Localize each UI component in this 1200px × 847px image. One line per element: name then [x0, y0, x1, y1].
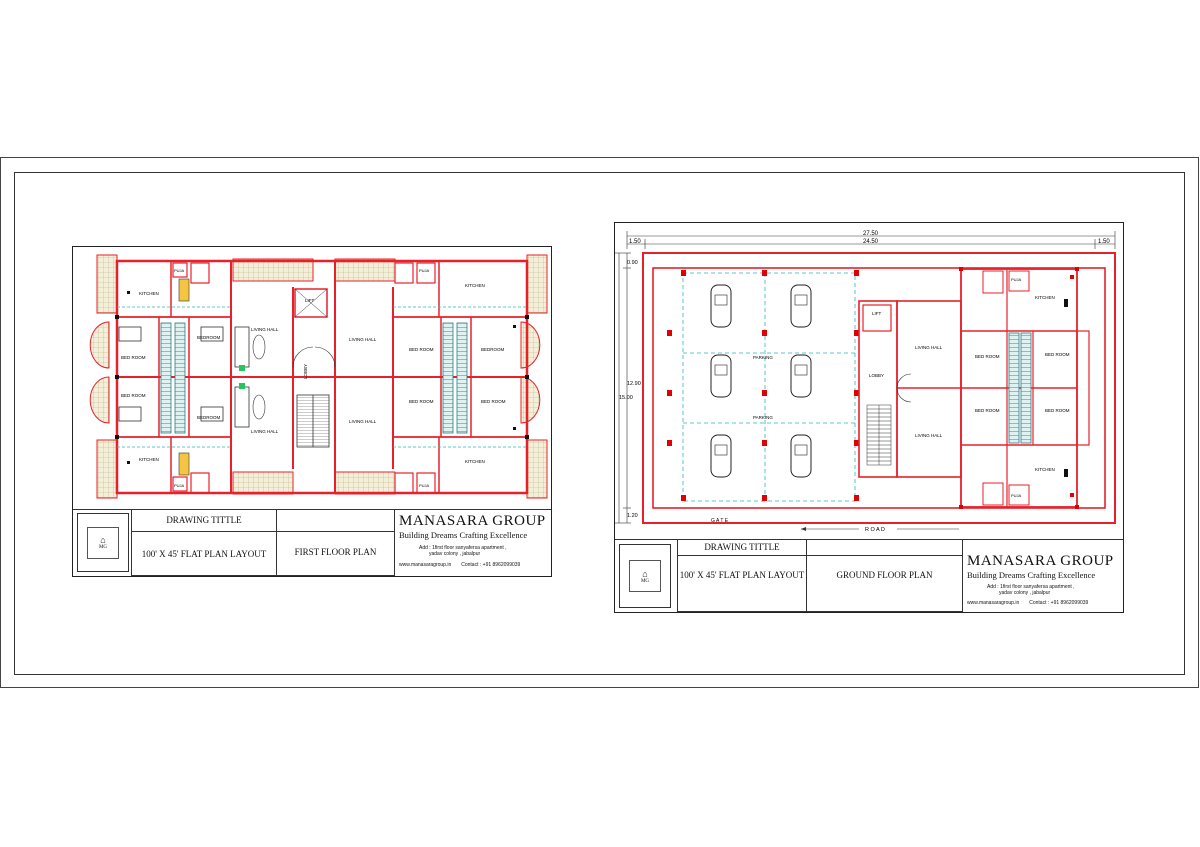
room-label: KITCHEN — [1035, 295, 1055, 300]
layout-cell: 100' X 45' FLAT PLAN LAYOUT — [131, 532, 277, 576]
room-label: KITCHEN — [1035, 467, 1055, 472]
title-cell: DRAWING TITTLE — [677, 539, 807, 556]
room-label: LIVING HALL — [349, 419, 377, 424]
room-label: LIVING HALL — [349, 337, 377, 342]
contact-line: www.manasaragroup.in Contact : +91 89620… — [967, 600, 1121, 606]
room-label: PUJA — [174, 268, 185, 273]
dimension-label: 12.90 — [627, 381, 641, 387]
dimension-label: 0.90 — [627, 260, 638, 266]
room-label: BED ROOM — [409, 347, 434, 352]
room-label: LIVING HALL — [915, 433, 943, 438]
dimension-label: 27.50 — [863, 231, 879, 237]
ground-floor-plan-drawing: 27.50 1.50 24.50 1.50 0.90 12.90 15.00 1… — [615, 231, 1116, 533]
address-line-1: Add : 1first floor sanyafersa apartment … — [419, 545, 507, 551]
room-label: PUJA — [1011, 493, 1022, 498]
room-label: KITCHEN — [139, 457, 159, 462]
room-label: PUJA — [1011, 277, 1022, 282]
dimension-label: 15.00 — [619, 395, 633, 401]
drawing-title-label: DRAWING TITTLE — [704, 542, 780, 552]
contact: Contact : +91 8962099039 — [461, 562, 521, 568]
address-line-2: yadav colony , jabalpur — [429, 551, 481, 557]
company-logo: ⌂ MG — [87, 526, 119, 559]
brand-tagline: Building Dreams Crafting Excellence — [399, 530, 528, 540]
contact-line: www.manasaragroup.in Contact : +91 89620… — [399, 562, 549, 568]
road-label: R O A D — [865, 527, 885, 533]
gate-label: G A T E — [711, 518, 729, 524]
website: www.manasaragroup.in — [967, 600, 1020, 606]
plan-cell: GROUND FLOOR PLAN — [807, 556, 963, 612]
dimension-label: 1.50 — [1098, 239, 1110, 245]
layout-name: 100' X 45' FLAT PLAN LAYOUT — [679, 570, 805, 580]
drawing-title-label: DRAWING TITTLE — [166, 515, 242, 525]
room-label: LIVING HALL — [915, 345, 943, 350]
room-label: BED ROOM — [121, 355, 146, 360]
room-label: PARKING — [753, 355, 773, 360]
layout-name: 100' X 45' FLAT PLAN LAYOUT — [141, 549, 267, 559]
brand-name: MANASARA GROUP — [399, 513, 546, 529]
room-label: BEDROOM — [197, 335, 221, 340]
room-label: BED ROOM — [481, 399, 506, 404]
inner-border — [14, 172, 1185, 675]
dimension-label: 1.20 — [627, 513, 638, 519]
room-label: LIVING HALL — [251, 429, 279, 434]
outer-border — [0, 157, 1199, 688]
brand-tagline: Building Dreams Crafting Excellence — [967, 570, 1096, 580]
ground-floor-sheet: 27.50 1.50 24.50 1.50 0.90 12.90 15.00 1… — [614, 222, 1124, 613]
brand-block: MANASARA GROUP Building Dreams Crafting … — [967, 553, 1121, 611]
room-label: BED ROOM — [409, 399, 434, 404]
room-label: BED ROOM — [975, 354, 1000, 359]
brand-block: MANASARA GROUP Building Dreams Crafting … — [399, 513, 549, 575]
room-label: LOBBY — [303, 364, 308, 379]
room-label: PARKING — [753, 415, 773, 420]
plan-cell-top — [277, 509, 395, 532]
room-label: BEDROOM — [481, 347, 505, 352]
address-line-2: yadav colony , jabalpur — [999, 590, 1051, 596]
first-floor-plan-drawing: KITCHEN PUJA BED ROOM BEDROOM BED ROOM B… — [89, 254, 548, 499]
room-label: PUJA — [174, 483, 185, 488]
layout-cell: 100' X 45' FLAT PLAN LAYOUT — [677, 556, 807, 612]
room-label: LIFT — [305, 298, 315, 303]
first-floor-sheet: KITCHEN PUJA BED ROOM BEDROOM BED ROOM B… — [72, 246, 552, 577]
logo-frame: ⌂ MG — [619, 544, 671, 608]
dimension-label: 24.50 — [863, 239, 879, 245]
company-logo: ⌂ MG — [629, 560, 661, 592]
plan-cell-top — [807, 539, 963, 556]
room-label: BED ROOM — [1045, 352, 1070, 357]
room-label: KITCHEN — [465, 459, 485, 464]
titleblock — [73, 509, 551, 576]
brand-name: MANASARA GROUP — [967, 553, 1114, 569]
room-label: KITCHEN — [465, 283, 485, 288]
room-label: BED ROOM — [121, 393, 146, 398]
room-label: PUJA — [419, 268, 430, 273]
room-label: KITCHEN — [139, 291, 159, 296]
dimension-label: 1.50 — [629, 239, 641, 245]
room-label: BED ROOM — [1045, 408, 1070, 413]
room-label: BED ROOM — [975, 408, 1000, 413]
plan-name: FIRST FLOOR PLAN — [294, 547, 377, 557]
titleblock — [615, 539, 1123, 612]
address-line-1: Add : 1first floor sanyafersa apartment … — [987, 584, 1075, 590]
logo-frame: ⌂ MG — [77, 513, 129, 572]
title-cell: DRAWING TITTLE — [131, 509, 277, 532]
website: www.manasaragroup.in — [399, 562, 452, 568]
plan-name: GROUND FLOOR PLAN — [836, 570, 933, 580]
room-label: PUJA — [419, 483, 430, 488]
contact: Contact : +91 8962099039 — [1029, 600, 1089, 606]
room-label: LOBBY — [869, 373, 884, 378]
plan-cell: FIRST FLOOR PLAN — [277, 532, 395, 576]
room-label: LIFT — [872, 311, 882, 316]
room-label: BEDROOM — [197, 415, 221, 420]
room-label: LIVING HALL — [251, 327, 279, 332]
